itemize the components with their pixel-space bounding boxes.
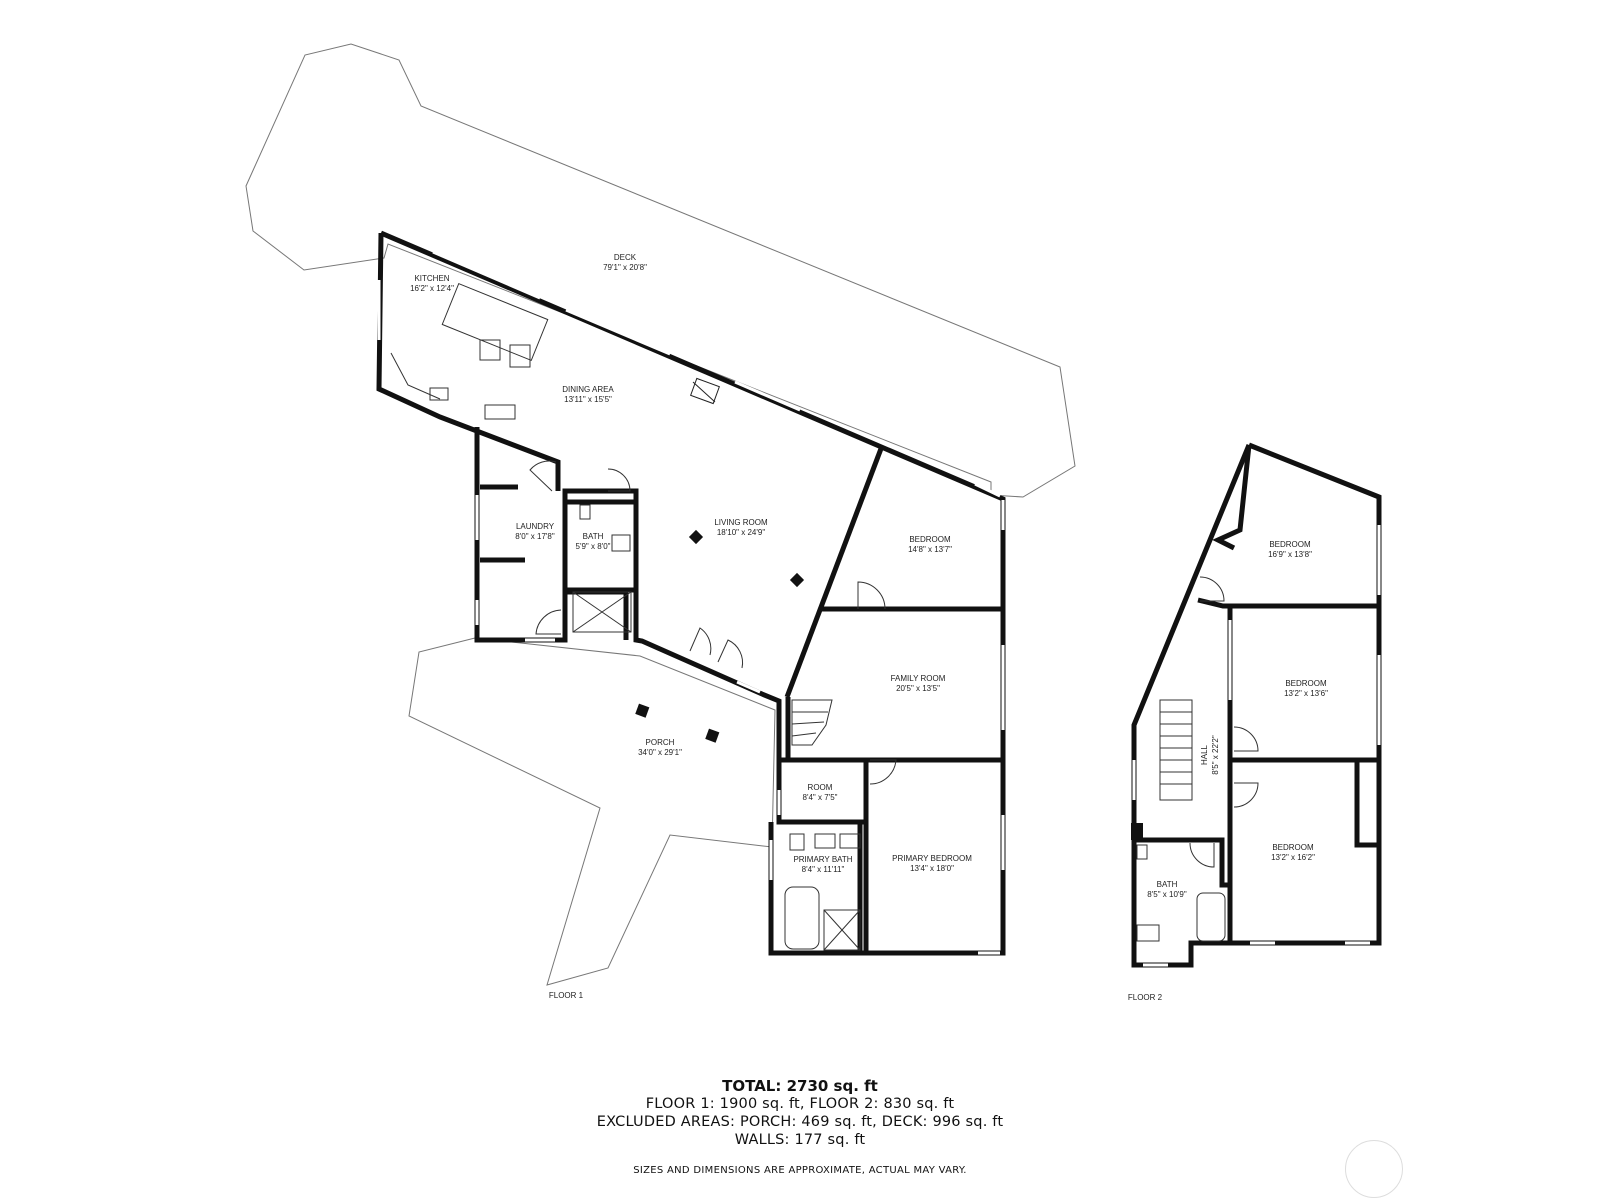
- floor-areas-line: FLOOR 1: 1900 sq. ft, FLOOR 2: 830 sq. f…: [645, 1096, 955, 1112]
- window: [734, 380, 801, 412]
- door-swing: [1189, 842, 1215, 868]
- floor-1-label: FLOOR 1: [549, 991, 584, 1000]
- bedroom-wall-1: [1197, 597, 1379, 609]
- room-dims-bath: 5'9" x 8'0": [576, 542, 611, 551]
- floor-1-plan: DECK 79'1" x 20'8" KITCHEN 16'2" x 12'4"…: [245, 43, 1076, 1000]
- bath-fixtures: [572, 504, 861, 951]
- closet-wall-2: [1354, 760, 1379, 848]
- door-swing: [869, 759, 897, 785]
- porch-outline: [408, 637, 776, 986]
- room-dims-f2-bath: 8'5" x 10'9": [1147, 890, 1187, 899]
- door-swing: [689, 627, 712, 656]
- floor-2-plan: BEDROOM 16'9" x 13'8" BEDROOM 13'2" x 13…: [1128, 442, 1382, 1002]
- window: [565, 308, 671, 356]
- room-name-room: ROOM: [808, 783, 833, 792]
- window: [432, 250, 541, 300]
- door-swing: [529, 460, 557, 492]
- room-name-f2-bedroom-2: BEDROOM: [1285, 679, 1327, 688]
- room-dims-kitchen: 16'2" x 12'4": [410, 284, 454, 293]
- room-dims-living: 18'10" x 24'9": [717, 528, 765, 537]
- room-dims-dining: 13'11" x 15'5": [564, 395, 612, 404]
- window: [974, 482, 1001, 498]
- walls-area-line: WALLS: 177 sq. ft: [734, 1132, 866, 1148]
- room-dims-f2-bedroom-3: 13'2" x 16'2": [1271, 853, 1315, 862]
- room-name-deck: DECK: [614, 253, 637, 262]
- room-name-family: FAMILY ROOM: [891, 674, 946, 683]
- fireplace-icon: [690, 377, 720, 405]
- room-name-bedroom: BEDROOM: [909, 535, 951, 544]
- window: [736, 680, 761, 694]
- floor-2-label: FLOOR 2: [1128, 993, 1163, 1002]
- room-dims-bedroom: 14'8" x 13'7": [908, 545, 952, 554]
- room-dims-f2-bedroom-1: 16'9" x 13'8": [1268, 550, 1312, 559]
- door-swing: [1233, 726, 1259, 752]
- excluded-areas-line: EXCLUDED AREAS: PORCH: 469 sq. ft, DECK:…: [596, 1114, 1004, 1130]
- door-swing: [607, 468, 631, 492]
- door-swing: [717, 639, 744, 669]
- door-swing: [857, 581, 886, 610]
- room-name-bath: BATH: [583, 532, 604, 541]
- post: [789, 572, 805, 588]
- room-name-living: LIVING ROOM: [714, 518, 768, 527]
- room-name-laundry: LAUNDRY: [516, 522, 555, 531]
- door-swing: [535, 609, 562, 635]
- room-name-f2-bath: BATH: [1157, 880, 1178, 889]
- room-name-kitchen: KITCHEN: [414, 274, 449, 283]
- stair-wall: [785, 697, 820, 763]
- laundry-wall: [474, 427, 863, 953]
- closet-wall: [1212, 444, 1252, 551]
- bath-wall-f2: [1134, 837, 1230, 888]
- room-dims-room: 8'4" x 7'5": [803, 793, 838, 802]
- bedroom-diagonal-wall: [784, 445, 885, 698]
- post: [688, 529, 704, 545]
- watermark-logo: [1345, 1140, 1403, 1198]
- post: [1131, 823, 1143, 840]
- stairs: [1159, 699, 1193, 801]
- post: [705, 728, 720, 743]
- door-swing: [1199, 576, 1225, 602]
- room-dims-deck: 79'1" x 20'8": [603, 263, 647, 272]
- room-dims-primary-bedroom: 13'4" x 18'0": [910, 864, 954, 873]
- room-name-f2-bedroom-1: BEDROOM: [1269, 540, 1311, 549]
- room-dims-porch: 34'0" x 29'1": [638, 748, 682, 757]
- room-name-porch: PORCH: [646, 738, 675, 747]
- door-swing: [1233, 782, 1259, 808]
- disclaimer: SIZES AND DIMENSIONS ARE APPROXIMATE, AC…: [633, 1165, 967, 1176]
- bath-fixtures: [1136, 844, 1226, 942]
- room-dims-hall: 8'5" x 22'2": [1211, 735, 1220, 775]
- post: [635, 703, 650, 718]
- room-name-f2-bedroom-3: BEDROOM: [1272, 843, 1314, 852]
- upper-wall: [380, 230, 1006, 956]
- room-name-hall: HALL: [1200, 744, 1209, 765]
- room-name-primary-bedroom: PRIMARY BEDROOM: [892, 854, 972, 863]
- deck-outline: [245, 43, 1076, 498]
- total-area: TOTAL: 2730 sq. ft: [722, 1077, 878, 1095]
- room-dims-f2-bedroom-2: 13'2" x 13'6": [1284, 689, 1328, 698]
- room-name-dining: DINING AREA: [562, 385, 614, 394]
- room-dims-primary-bath: 8'4" x 11'11": [802, 865, 845, 874]
- room-dims-laundry: 8'0" x 17'8": [515, 532, 555, 541]
- room-name-primary-bath: PRIMARY BATH: [793, 855, 852, 864]
- stairs: [791, 699, 833, 746]
- bath-wall: [562, 499, 639, 640]
- room-dims-family: 20'5" x 13'5": [896, 684, 940, 693]
- kitchen-fixtures: [390, 282, 549, 420]
